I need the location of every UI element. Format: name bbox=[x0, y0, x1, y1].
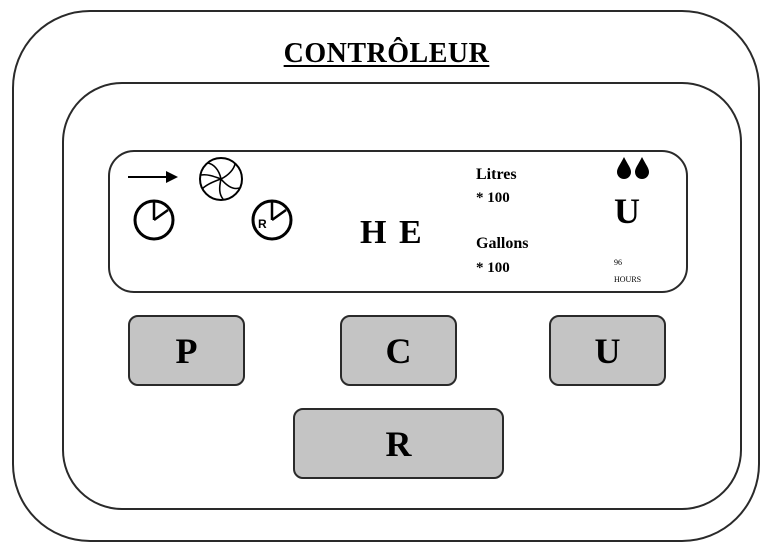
display-code: H E bbox=[360, 214, 424, 251]
u-button[interactable]: U bbox=[549, 315, 666, 386]
litres-label: Litres bbox=[476, 166, 517, 183]
clock-icon bbox=[133, 199, 175, 241]
gallons-multiplier: * 100 bbox=[476, 260, 510, 276]
c-button[interactable]: C bbox=[340, 315, 457, 386]
regeneration-clock-letter: R bbox=[258, 217, 267, 231]
controller-title: CONTRÔLEUR bbox=[283, 38, 490, 69]
gallons-label: Gallons bbox=[476, 235, 529, 252]
hours-value: 96 bbox=[614, 258, 622, 267]
regeneration-clock-icon: R bbox=[251, 199, 293, 241]
p-button[interactable]: P bbox=[128, 315, 245, 386]
water-drops-icon bbox=[617, 157, 649, 179]
hours-label: HOURS bbox=[614, 275, 642, 284]
litres-multiplier: * 100 bbox=[476, 190, 510, 206]
flow-arrow-icon bbox=[128, 171, 178, 183]
usage-indicator: U bbox=[614, 191, 640, 231]
turbine-icon bbox=[199, 157, 243, 201]
lcd-display bbox=[108, 150, 688, 293]
r-button[interactable]: R bbox=[293, 408, 504, 479]
